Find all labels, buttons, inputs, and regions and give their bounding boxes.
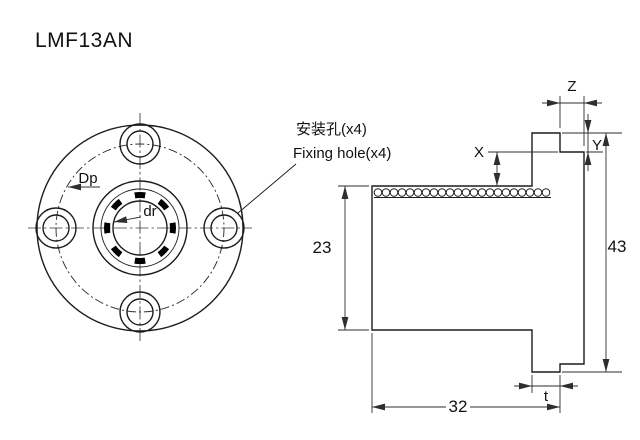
dimension-body-od: 23 [313,185,369,331]
dim-label-flange-od: 43 [608,237,627,256]
pitch-diameter-label: Dp [78,170,97,187]
front-view: Dp dr [28,113,252,343]
mounting-hole-right [203,207,245,249]
ball-row [373,188,551,197]
dim-label-pilot-width: Z [567,78,576,95]
pitch-circle [55,143,225,313]
side-view [371,132,585,373]
bore-circles [92,180,188,276]
dimension-flange-od: 43 [562,132,627,373]
dim-label-step-y: Y [592,137,602,154]
dim-label-body-od: 23 [313,238,332,257]
dimension-flange-thickness: t [514,375,578,405]
fixing-hole-leader-line [237,163,297,214]
bore-diameter-label: dr [143,203,156,220]
mounting-hole-top [119,123,161,165]
dimension-length: 32 [371,333,561,416]
mounting-hole-left [35,207,77,249]
fixing-hole-callout: 安装孔(x4) Fixing hole(x4) [237,121,391,214]
dim-label-step-x: X [474,144,484,161]
bore-diameter-leader [113,216,142,223]
pitch-diameter-callout: Dp [68,170,100,191]
dimension-step-y: Y [584,114,603,171]
fixing-hole-label-en: Fixing hole(x4) [293,145,391,162]
fixing-hole-label-cn: 安装孔(x4) [296,121,367,138]
mounting-hole-bottom [119,291,161,333]
ball-track-marks [103,191,177,265]
side-profile-outline [371,132,585,373]
page-title: LMF13AN [35,29,133,52]
dim-label-length: 32 [449,397,468,416]
dimension-step-x: X [474,144,558,186]
flange-outline-circle [36,124,244,332]
bore-diameter-callout: dr [113,203,157,223]
dimension-pilot-width: Z [542,78,602,146]
dim-label-flange-thickness: t [544,388,549,405]
